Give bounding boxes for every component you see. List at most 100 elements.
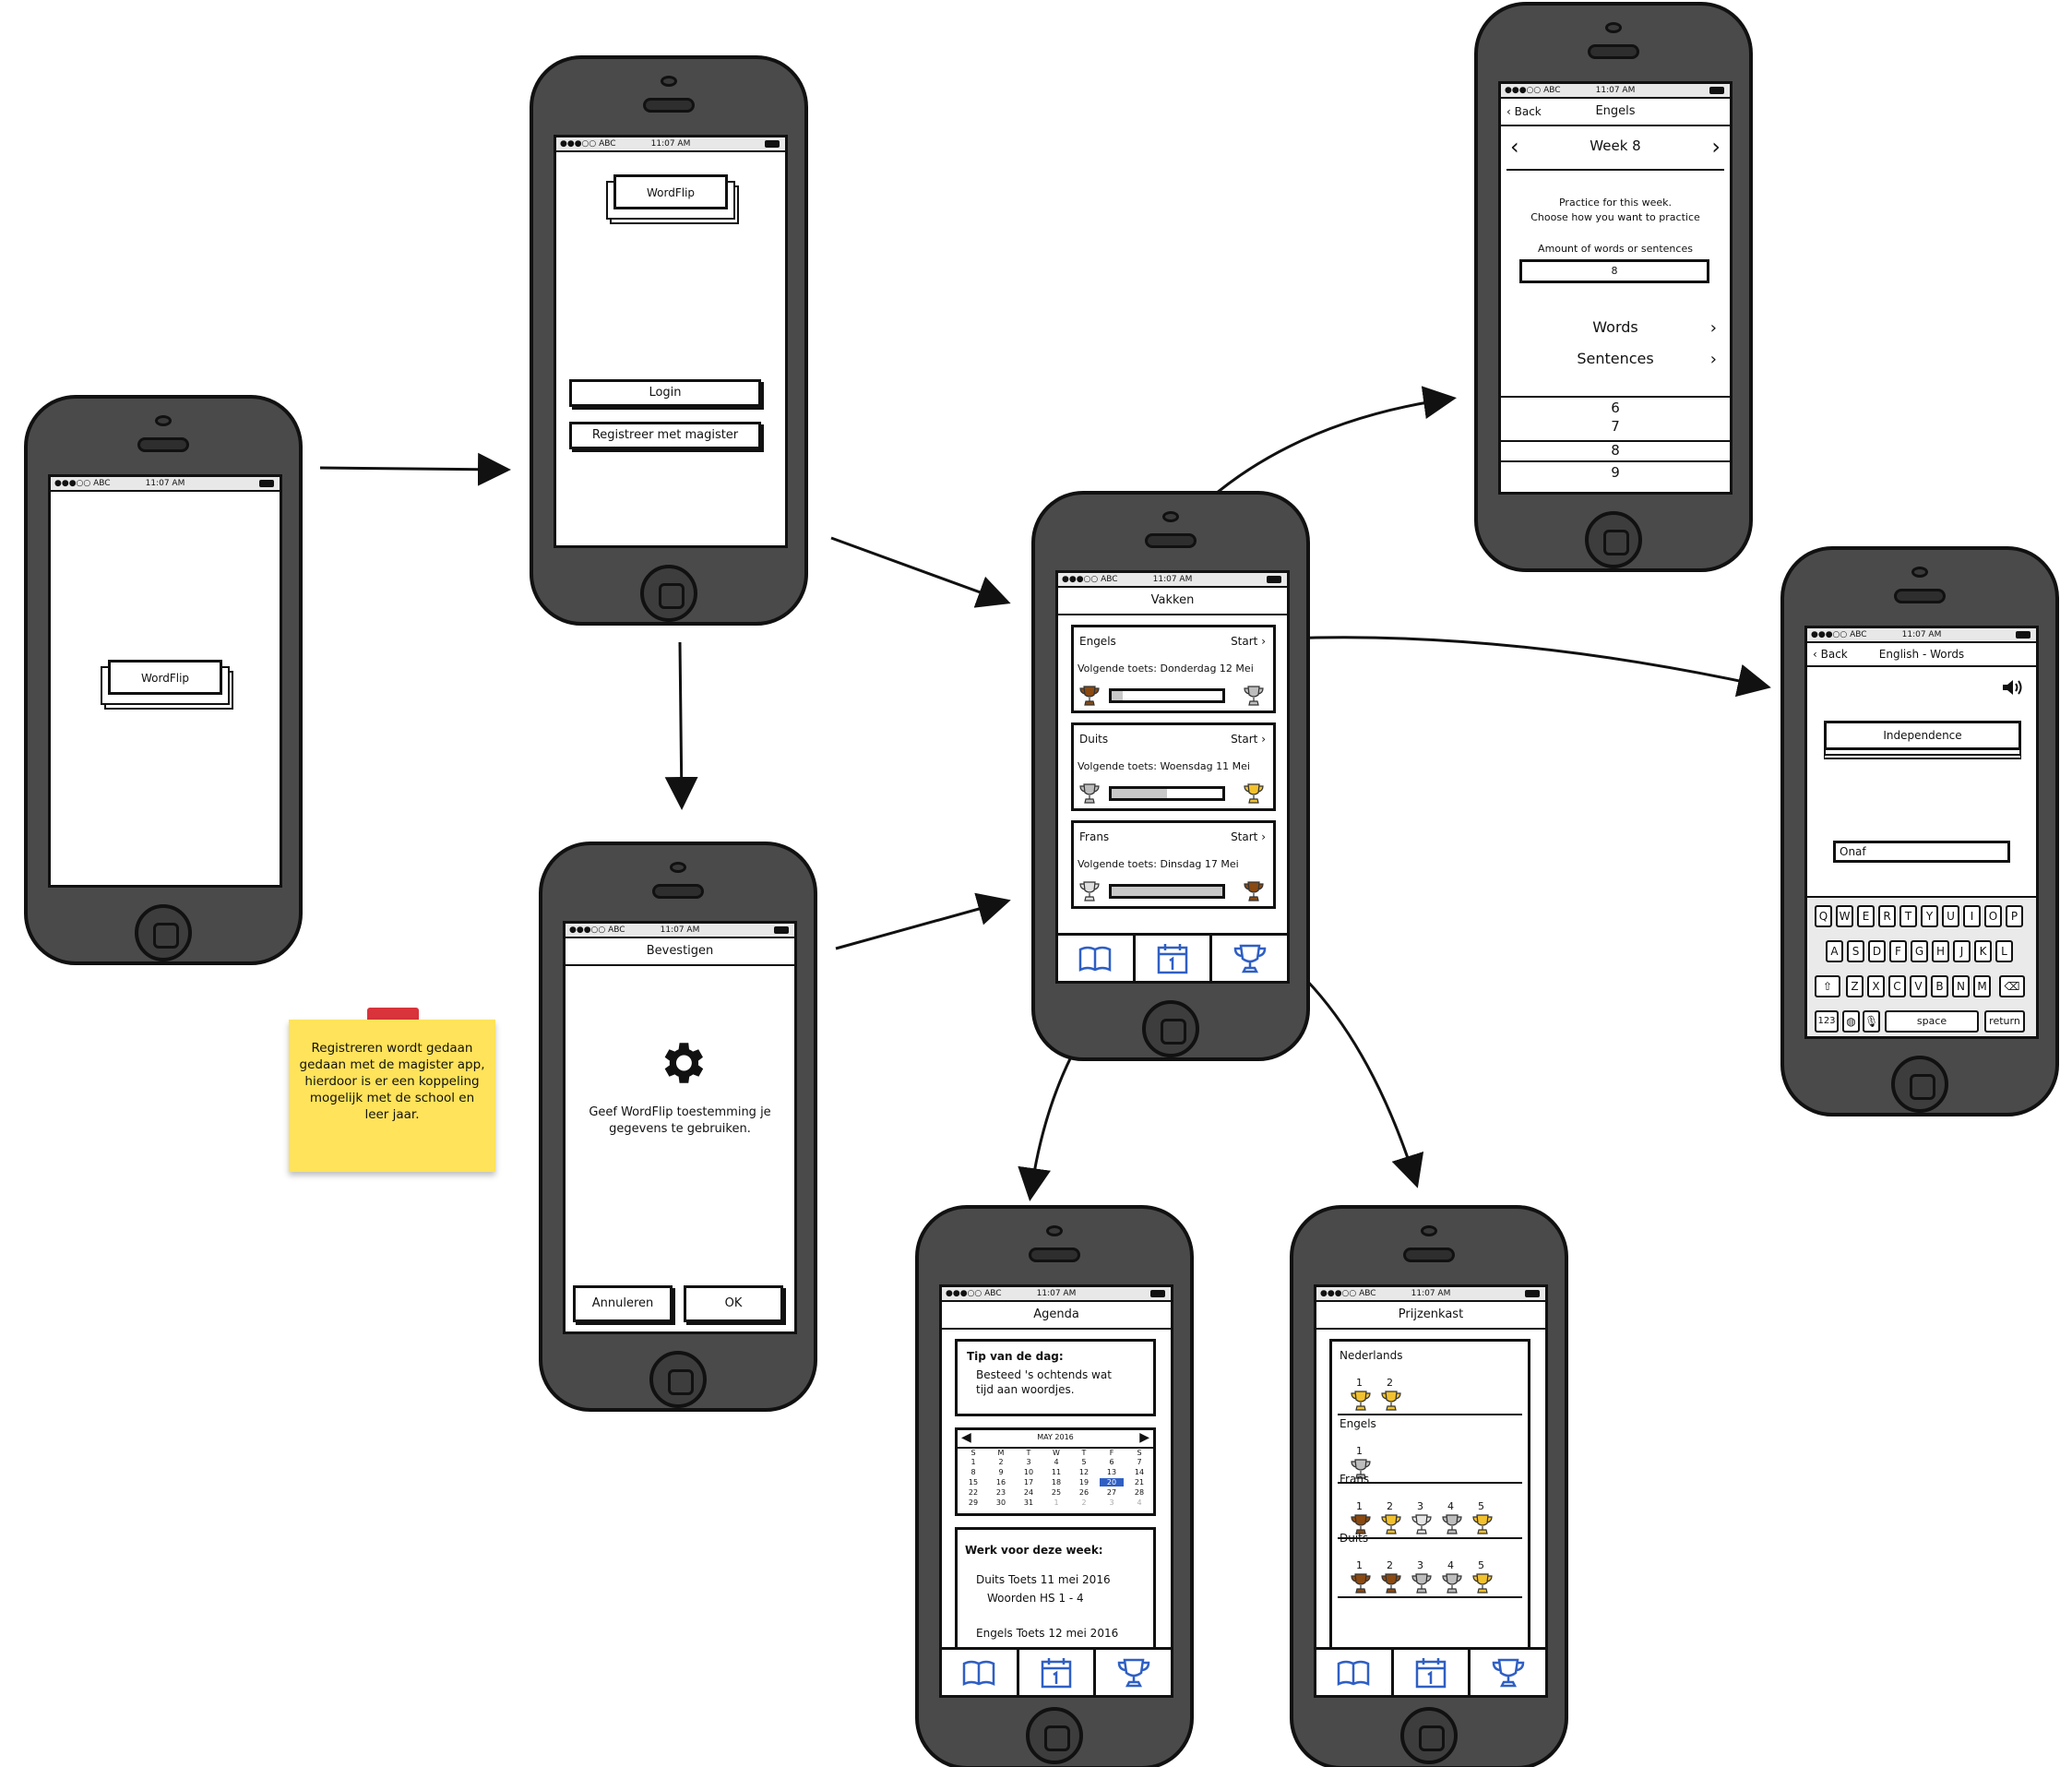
tab-prizes[interactable] [1096,1650,1171,1695]
key-p[interactable]: P [2006,905,2023,927]
calendar-day[interactable]: 16 [995,1478,1006,1486]
tab-subjects[interactable] [1316,1650,1394,1695]
flash-card[interactable]: Independence [1824,721,2021,750]
prev-month-button[interactable]: ◀ [961,1430,971,1445]
mic-key[interactable]: 🎙 [1863,1010,1880,1033]
key-t[interactable]: T [1899,905,1917,927]
calendar-day[interactable]: 3 [1109,1498,1114,1507]
next-week-button[interactable]: › [1711,134,1721,160]
key-o[interactable]: O [1984,905,2002,927]
calendar-day[interactable]: 14 [1134,1468,1145,1476]
answer-input[interactable]: Onaf [1833,841,2010,863]
calendar-day[interactable]: 1 [1054,1498,1059,1507]
shift-key[interactable]: ⇧ [1815,975,1840,997]
key-j[interactable]: J [1953,940,1971,962]
home-button[interactable] [1400,1707,1458,1764]
calendar-day[interactable]: 27 [1106,1488,1117,1497]
back-button[interactable]: ‹ Back [1813,648,1848,661]
home-button[interactable] [1142,1000,1199,1057]
tab-agenda[interactable] [1019,1650,1097,1695]
key-e[interactable]: E [1857,905,1875,927]
start-button[interactable]: Start › [1231,830,1266,843]
key-k[interactable]: K [1974,940,1992,962]
key-s[interactable]: S [1847,940,1864,962]
key-i[interactable]: I [1963,905,1981,927]
words-option[interactable]: Words › [1501,318,1730,342]
key-r[interactable]: R [1878,905,1896,927]
home-button[interactable] [1026,1707,1083,1764]
calendar-day[interactable]: 2 [998,1458,1004,1466]
calendar-day[interactable]: 12 [1078,1468,1090,1476]
calendar-day[interactable]: 10 [1023,1468,1034,1476]
cancel-button[interactable]: Annuleren [573,1285,673,1322]
tab-subjects[interactable] [942,1650,1019,1695]
calendar-day[interactable]: 15 [968,1478,979,1486]
key-y[interactable]: Y [1921,905,1938,927]
return-key[interactable]: return [1984,1010,2025,1033]
home-button[interactable] [649,1351,707,1408]
tab-agenda[interactable] [1394,1650,1471,1695]
key-l[interactable]: L [1995,940,2013,962]
key-c[interactable]: C [1888,975,1906,997]
key-h[interactable]: H [1932,940,1949,962]
calendar-day[interactable]: 28 [1134,1488,1145,1497]
calendar-day[interactable]: 29 [968,1498,979,1507]
calendar-day[interactable]: 8 [971,1468,976,1476]
calendar-day[interactable]: 6 [1109,1458,1114,1466]
login-button[interactable]: Login [569,379,761,407]
tab-agenda[interactable] [1136,936,1213,981]
key-f[interactable]: F [1889,940,1907,962]
calendar-day[interactable]: 7 [1137,1458,1142,1466]
globe-key[interactable]: ◍ [1842,1010,1860,1033]
register-magister-button[interactable]: Registreer met magister [569,422,761,449]
back-button[interactable]: ‹ Back [1506,105,1542,118]
calendar-day[interactable]: 9 [998,1468,1004,1476]
calendar-day[interactable]: 18 [1051,1478,1062,1486]
calendar-day[interactable]: 3 [1026,1458,1031,1466]
prev-week-button[interactable]: ‹ [1510,134,1519,160]
calendar-day[interactable]: 31 [1023,1498,1034,1507]
calendar-day[interactable]: 1 [971,1458,976,1466]
next-month-button[interactable]: ▶ [1139,1430,1149,1445]
key-b[interactable]: B [1931,975,1948,997]
speaker-icon[interactable] [2001,678,2023,697]
calendar-day[interactable]: 13 [1106,1468,1117,1476]
calendar-day[interactable]: 23 [995,1488,1006,1497]
home-button[interactable] [640,565,697,622]
key-g[interactable]: G [1911,940,1928,962]
tab-prizes[interactable] [1471,1650,1545,1695]
calendar-day[interactable]: 24 [1023,1488,1034,1497]
calendar-day[interactable]: 21 [1134,1478,1145,1486]
calendar-day[interactable]: 5 [1081,1458,1087,1466]
start-button[interactable]: Start › [1231,635,1266,648]
home-button[interactable] [135,904,192,961]
amount-picker[interactable]: 6 7 8 9 [1501,396,1730,492]
key-u[interactable]: U [1942,905,1959,927]
calendar-day[interactable]: 4 [1054,1458,1059,1466]
space-key[interactable]: space [1885,1010,1979,1033]
tab-subjects[interactable] [1058,936,1136,981]
key-w[interactable]: W [1836,905,1853,927]
numbers-key[interactable]: 123 [1815,1010,1839,1033]
start-button[interactable]: Start › [1231,733,1266,746]
key-a[interactable]: A [1826,940,1843,962]
key-m[interactable]: M [1973,975,1991,997]
key-v[interactable]: V [1910,975,1927,997]
calendar-day[interactable]: 19 [1078,1478,1090,1486]
calendar-day[interactable]: 2 [1081,1498,1087,1507]
backspace-key[interactable]: ⌫ [1999,975,2025,997]
key-z[interactable]: Z [1846,975,1864,997]
calendar-day[interactable]: 17 [1023,1478,1034,1486]
home-button[interactable] [1891,1056,1948,1113]
calendar-day[interactable]: 26 [1078,1488,1090,1497]
calendar-day[interactable]: 25 [1051,1488,1062,1497]
calendar-day[interactable]: 30 [995,1498,1006,1507]
calendar-day-selected[interactable]: 20 [1100,1478,1124,1486]
calendar-day[interactable]: 22 [968,1488,979,1497]
key-q[interactable]: Q [1815,905,1832,927]
key-d[interactable]: D [1868,940,1886,962]
